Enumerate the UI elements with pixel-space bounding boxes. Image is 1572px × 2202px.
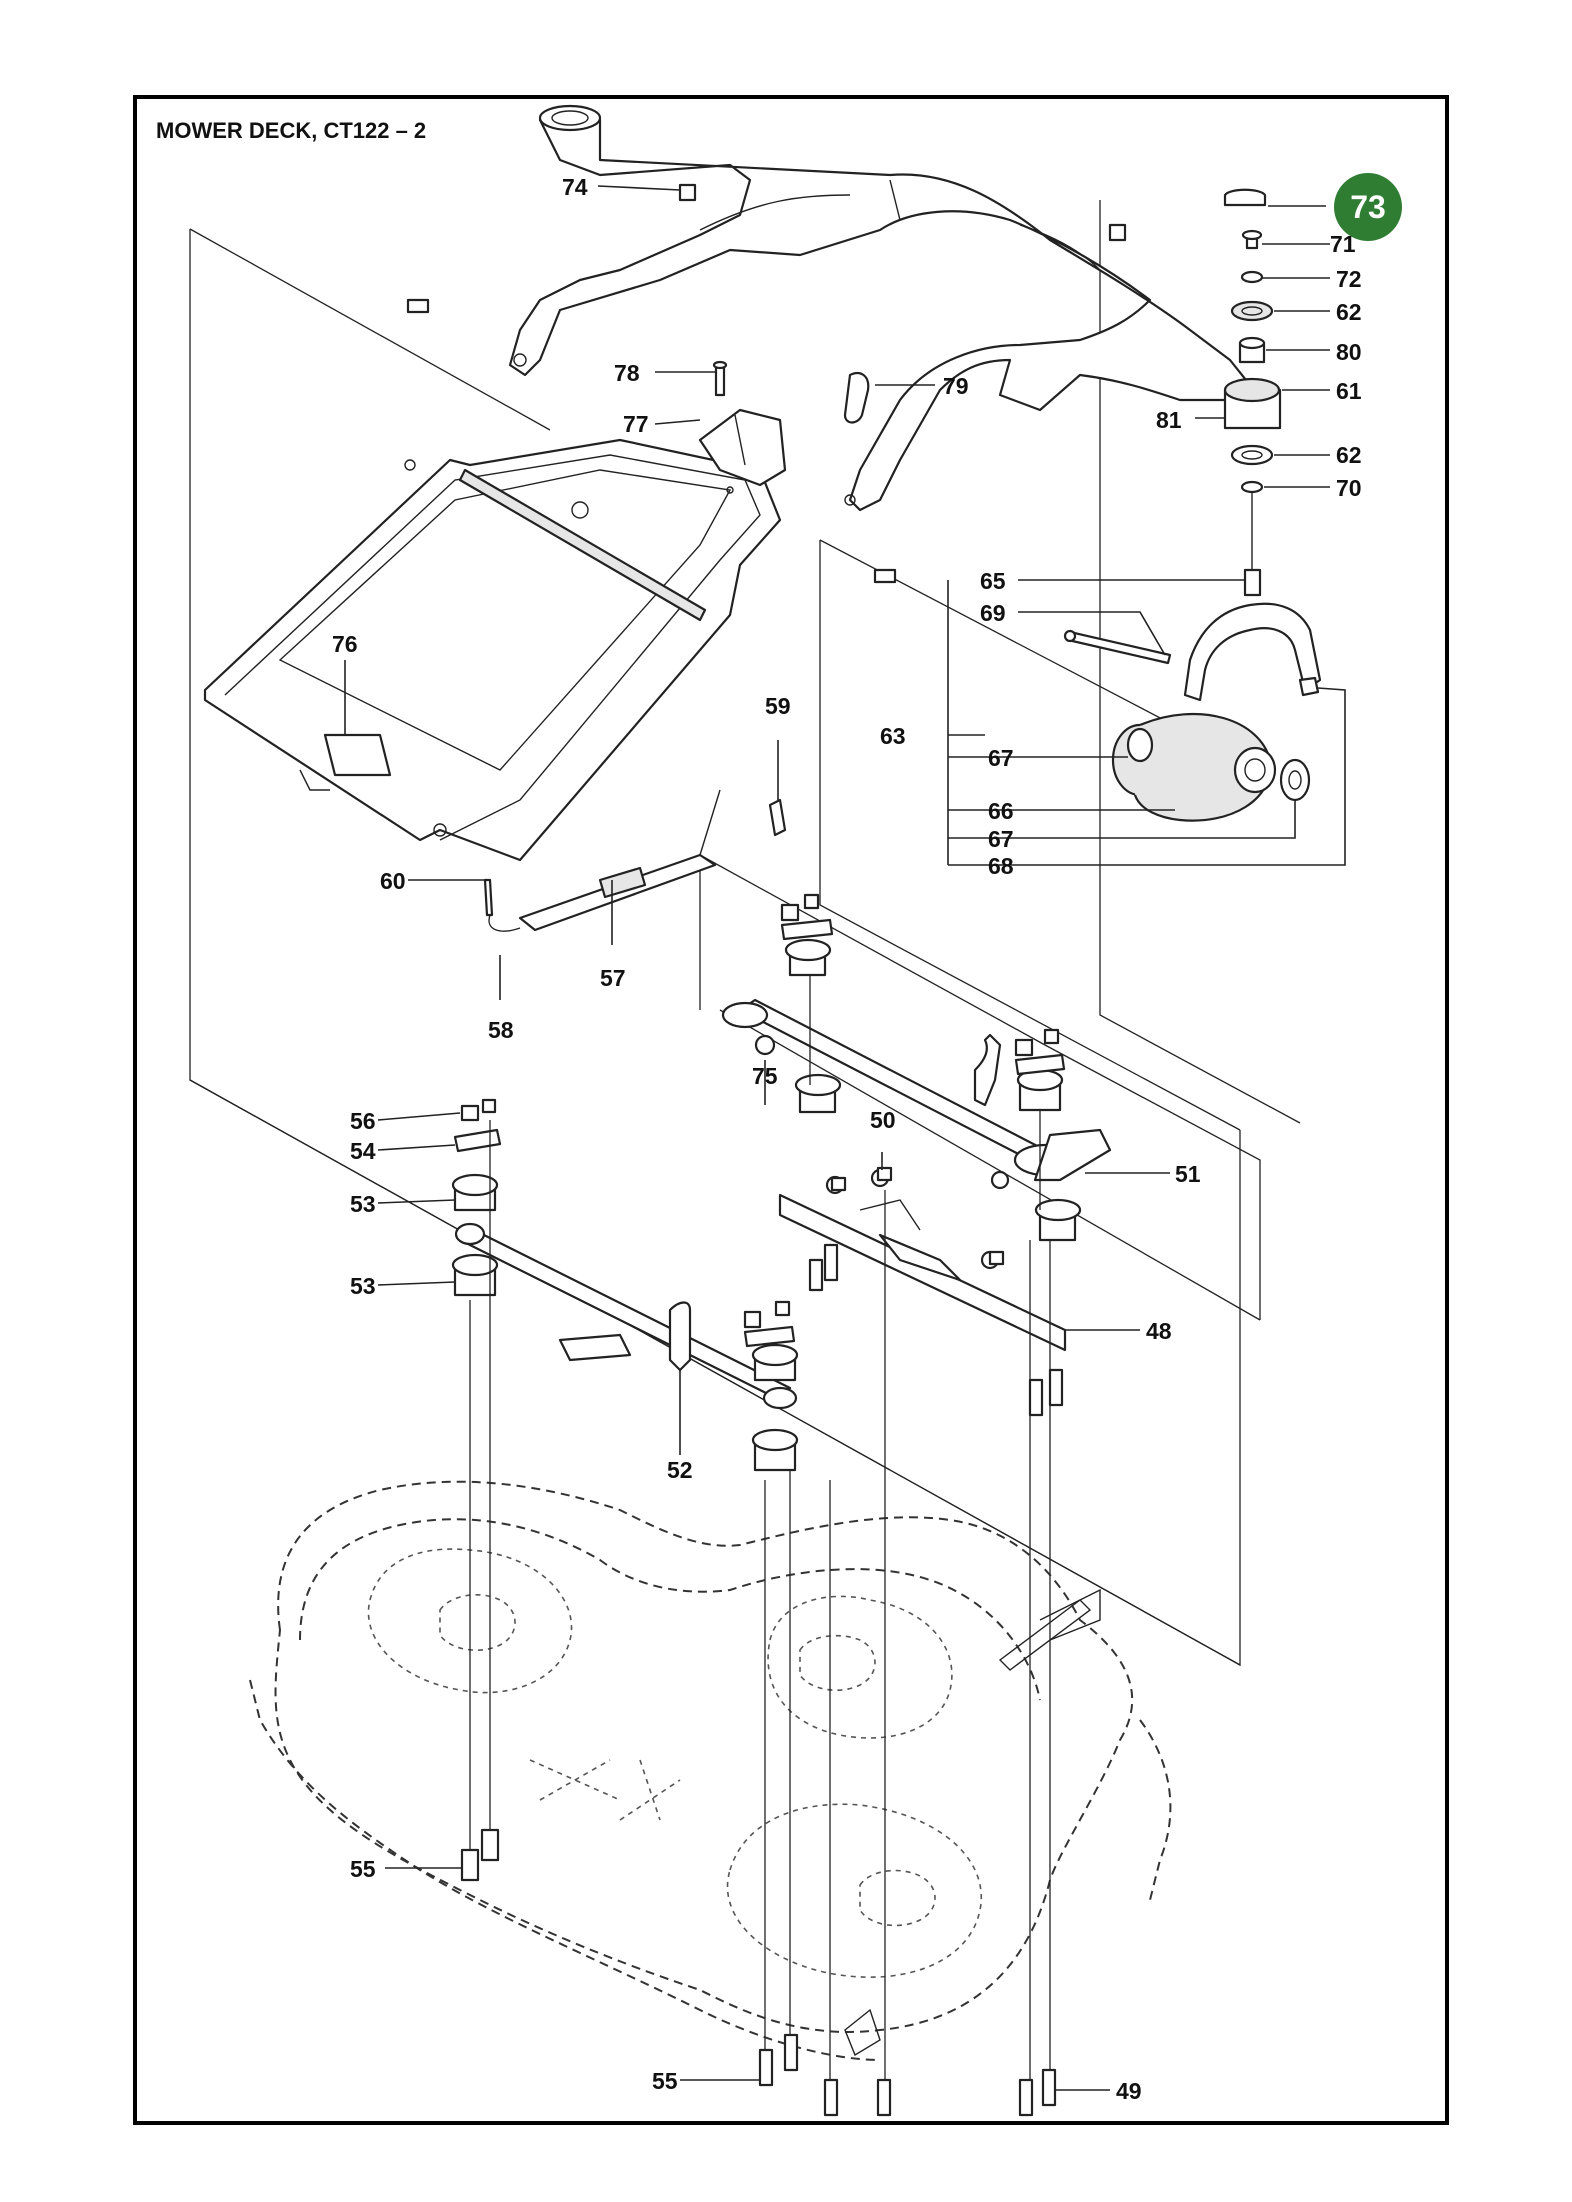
label-69: 69: [980, 600, 1006, 626]
label-59: 59: [765, 693, 791, 719]
label-51: 51: [1175, 1161, 1201, 1187]
bracket-77: [698, 360, 870, 494]
label-60: 60: [380, 868, 406, 894]
badge-number: 73: [1350, 189, 1386, 225]
label-54: 54: [350, 1138, 376, 1164]
caster-assembly: [1063, 188, 1322, 822]
leader-lines: [344, 185, 1346, 2091]
badge-circle: [1334, 173, 1402, 241]
label-67-bottom: 67: [988, 826, 1014, 852]
label-65: 65: [980, 568, 1006, 594]
label-53-top: 53: [350, 1191, 376, 1217]
label-57: 57: [600, 965, 626, 991]
label-55-left: 55: [350, 1856, 376, 1882]
label-72: 72: [1336, 266, 1362, 292]
label-77: 77: [623, 411, 649, 437]
label-68: 68: [988, 853, 1014, 879]
deck-lift-frame-76: [203, 438, 782, 862]
label-58: 58: [488, 1017, 514, 1043]
label-55-bottom: 55: [652, 2068, 678, 2094]
label-75: 75: [752, 1063, 778, 1089]
label-62-bottom: 62: [1336, 442, 1362, 468]
label-70: 70: [1336, 475, 1362, 501]
label-67-top: 67: [988, 745, 1014, 771]
label-56: 56: [350, 1108, 376, 1134]
label-49: 49: [1116, 2078, 1142, 2104]
callout-labels: 74 71 72 62 80 61 81 62 70 78 77 79 76 6…: [332, 174, 1362, 2104]
diagram-frame: [133, 95, 1449, 2125]
label-48: 48: [1146, 1318, 1172, 1344]
label-53-bottom: 53: [350, 1273, 376, 1299]
rear-pivot-assembly: [721, 938, 1112, 1242]
exploded-view-guides: [189, 200, 1301, 1667]
label-61: 61: [1336, 378, 1362, 404]
page-number-badge: 73: [1334, 173, 1402, 241]
diagram-title: MOWER DECK, CT122 – 2: [156, 118, 427, 143]
label-81: 81: [1156, 407, 1182, 433]
cross-bar-48: [778, 1168, 1067, 1352]
label-78: 78: [614, 360, 640, 386]
front-shaft-52: [451, 1173, 799, 1472]
label-71: 71: [1330, 231, 1356, 257]
label-52: 52: [667, 1457, 693, 1483]
lift-frame-arm: [508, 104, 1252, 512]
label-79: 79: [943, 373, 969, 399]
label-66: 66: [988, 798, 1014, 824]
label-76: 76: [332, 631, 358, 657]
label-63: 63: [880, 723, 906, 749]
cap-73: [1223, 188, 1267, 207]
fasteners: [406, 183, 1127, 2117]
mower-deck: [249, 1480, 1172, 2061]
label-74: 74: [562, 174, 588, 200]
label-50: 50: [870, 1107, 896, 1133]
label-80: 80: [1336, 339, 1362, 365]
label-62-top: 62: [1336, 299, 1362, 325]
